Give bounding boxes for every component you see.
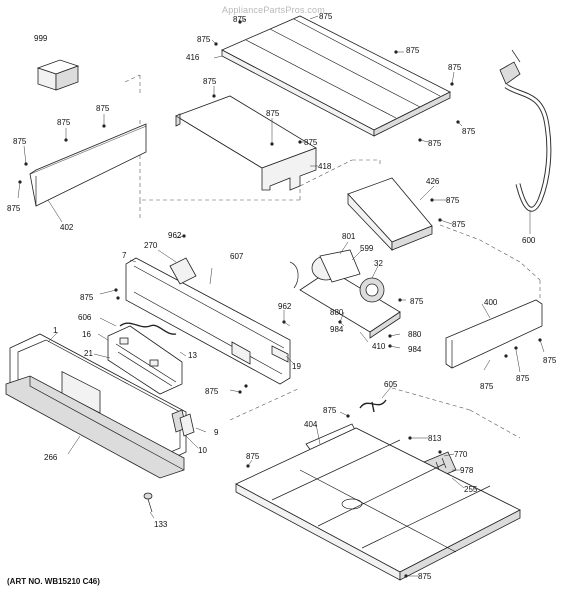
part-999-box: [36, 59, 80, 91]
label-875-g: 875: [428, 139, 442, 148]
label-600: 600: [522, 236, 536, 245]
label-984-a: 984: [330, 325, 344, 334]
label-984-b: 984: [408, 345, 422, 354]
part-418-duct: [175, 95, 317, 191]
part-7-panel: [125, 257, 291, 385]
label-21: 21: [84, 349, 93, 358]
part-266-trim: [5, 375, 185, 479]
label-875-s: 875: [205, 387, 219, 396]
label-875-k: 875: [96, 104, 110, 113]
label-10: 10: [198, 446, 207, 455]
label-880-b: 880: [408, 330, 422, 339]
label-875-r: 875: [410, 297, 424, 306]
label-875-l: 875: [57, 118, 71, 127]
label-404: 404: [304, 420, 318, 429]
label-962-a: 962: [168, 231, 182, 240]
part-9-bracket: [171, 409, 195, 437]
label-32: 32: [374, 259, 383, 268]
bottom-tray: [235, 427, 521, 581]
label-875-u: 875: [516, 374, 530, 383]
label-875-i: 875: [266, 109, 280, 118]
label-875-e: 875: [448, 63, 462, 72]
label-19: 19: [292, 362, 301, 371]
label-978: 978: [460, 466, 474, 475]
label-599: 599: [360, 244, 374, 253]
label-9: 9: [214, 428, 219, 437]
label-416: 416: [186, 53, 200, 62]
label-880-a: 880: [330, 308, 344, 317]
label-875-m: 875: [13, 137, 27, 146]
label-400: 400: [484, 298, 498, 307]
label-875-y: 875: [418, 572, 432, 581]
label-875-t: 875: [480, 382, 494, 391]
part-400-bracket: [445, 299, 543, 369]
label-770: 770: [454, 450, 468, 459]
label-133: 133: [154, 520, 168, 529]
label-606: 606: [78, 313, 92, 322]
label-875-h: 875: [203, 77, 217, 86]
label-605: 605: [384, 380, 398, 389]
part-402-bracket: [29, 123, 147, 207]
label-875-c: 875: [197, 35, 211, 44]
label-426: 426: [426, 177, 440, 186]
label-875-a: 875: [233, 15, 247, 24]
label-875-j: 875: [304, 138, 318, 147]
part-16-control-board: [107, 325, 183, 395]
label-13: 13: [188, 351, 197, 360]
label-875-n: 875: [7, 204, 21, 213]
part-416-top-cover: [221, 15, 451, 137]
label-875-v: 875: [543, 356, 557, 365]
label-875-f: 875: [462, 127, 476, 136]
label-266: 266: [44, 453, 58, 462]
label-875-o: 875: [446, 196, 460, 205]
label-875-d: 875: [406, 46, 420, 55]
part-270: [169, 257, 197, 285]
label-813: 813: [428, 434, 442, 443]
label-875-x: 875: [246, 452, 260, 461]
label-801: 801: [342, 232, 356, 241]
label-410: 410: [372, 342, 386, 351]
part-606-harness: [119, 322, 177, 335]
label-999: 999: [34, 34, 48, 43]
leader-lines: [17, 15, 545, 577]
label-875-w: 875: [323, 406, 337, 415]
label-7: 7: [122, 251, 127, 260]
watermark: AppliancePartsPros.com: [222, 5, 325, 15]
label-875-b: 875: [319, 12, 333, 21]
label-875-p: 875: [452, 220, 466, 229]
label-607: 607: [230, 252, 244, 261]
label-255: 255: [464, 485, 478, 494]
label-418: 418: [318, 162, 332, 171]
label-875-q: 875: [80, 293, 94, 302]
label-270: 270: [144, 241, 158, 250]
part-600-hose: [499, 49, 552, 212]
part-133-screw: [143, 492, 153, 513]
label-1: 1: [53, 326, 58, 335]
art-number: (ART NO. WB15210 C46): [7, 577, 100, 586]
label-962-b: 962: [278, 302, 292, 311]
part-605-clip: [359, 399, 387, 413]
label-402: 402: [60, 223, 74, 232]
part-410-fan-assembly: [289, 249, 401, 339]
part-426-bracket: [347, 177, 433, 251]
label-16: 16: [82, 330, 91, 339]
